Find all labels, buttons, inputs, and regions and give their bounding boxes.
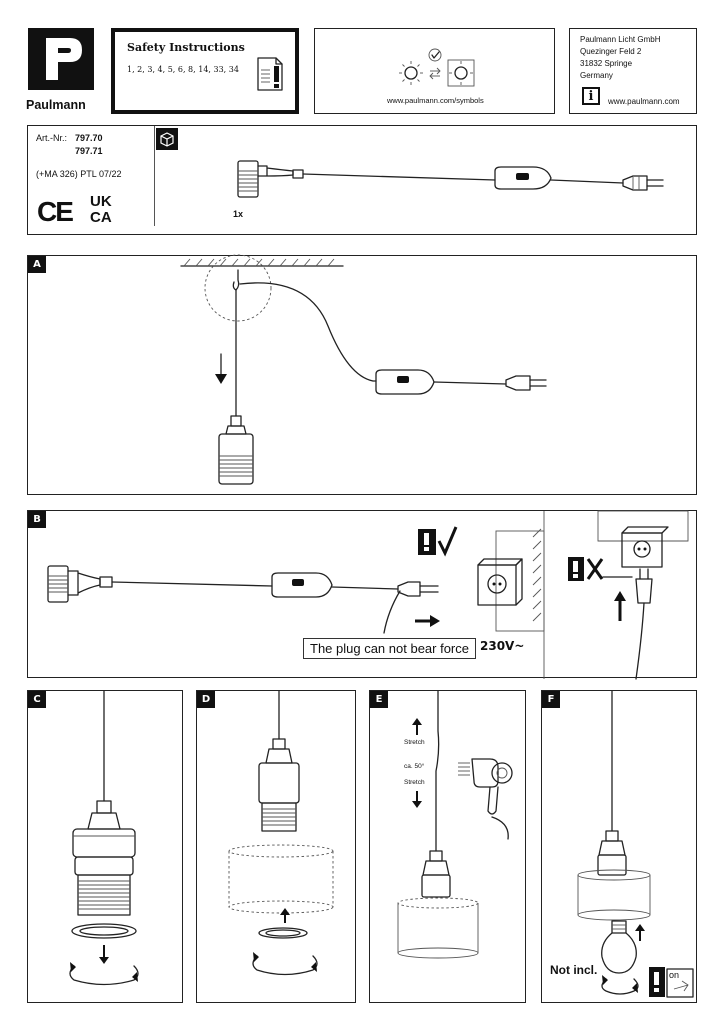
check-icon	[437, 526, 458, 557]
panel-e-letter: E	[370, 691, 388, 708]
company-box: Paulmann Licht GmbH Quezinger Feld 2 318…	[569, 28, 697, 114]
switch-on-label: on	[669, 970, 680, 980]
article-number-1: 797.70	[75, 133, 103, 143]
inline-switch	[271, 572, 333, 598]
box-icon	[156, 128, 178, 150]
panel-f-illustration	[577, 690, 694, 998]
panel-d: D	[196, 690, 356, 1003]
product-illustration	[237, 160, 664, 198]
panel-a-illustration	[180, 254, 547, 485]
inline-switch	[375, 369, 435, 395]
symbols-group	[399, 48, 475, 87]
safety-numbers: 1, 2, 3, 4, 5, 6, 8, 14, 33, 34	[127, 65, 239, 74]
panel-b-letter: B	[28, 511, 46, 528]
company-street: Quezinger Feld 2	[580, 47, 642, 56]
stretch-bottom-label: Stretch	[404, 779, 425, 786]
hanging-socket	[218, 415, 254, 485]
panel-d-letter: D	[197, 691, 215, 708]
stretch-top-label: Stretch	[404, 739, 425, 746]
light-bulb	[601, 920, 637, 974]
exclamation-icon	[649, 967, 665, 997]
paulmann-logo: P Paulmann	[26, 28, 98, 112]
panel-e: E Stretch ca. 50° Stretch	[369, 690, 526, 1003]
power-plug	[622, 175, 664, 191]
panel-b-illustration	[47, 510, 689, 680]
symbols-url[interactable]: www.paulmann.com/symbols	[387, 96, 484, 105]
article-number-2: 797.71	[75, 146, 103, 156]
plug-force-warning: The plug can not bear force	[303, 638, 476, 659]
company-city: 31832 Springe	[580, 59, 633, 68]
company-country: Germany	[580, 71, 613, 80]
inline-switch	[494, 166, 552, 190]
check-icon	[428, 48, 442, 62]
power-plug	[397, 581, 439, 597]
cross-icon	[586, 558, 604, 580]
safety-title: Safety Instructions	[127, 41, 245, 54]
wall-socket	[477, 528, 545, 632]
power-plug	[505, 375, 547, 391]
article-label: Art.-Nr.:	[36, 133, 67, 143]
company-name: Paulmann Licht GmbH	[580, 35, 661, 44]
exclamation-icon	[418, 529, 436, 555]
panel-f: F Not incl. on	[541, 690, 697, 1003]
swap-arrows-icon	[429, 67, 441, 80]
logo-p-shape	[46, 38, 82, 80]
brand-name: Paulmann	[26, 98, 86, 112]
exclamation-icon	[568, 557, 584, 581]
article-box: Art.-Nr.: 797.70 797.71 (+MA 326) PTL 07…	[27, 125, 697, 235]
sun-icon	[399, 61, 423, 85]
divider	[154, 126, 155, 226]
panel-c-letter: C	[28, 691, 46, 708]
panel-c-illustration	[69, 690, 139, 986]
wall-socket-with-plug	[597, 510, 689, 680]
panel-e-illustration	[397, 690, 513, 959]
panel-b: B	[27, 510, 697, 680]
panel-a-letter: A	[28, 256, 46, 273]
angle-label: ca. 50°	[404, 763, 425, 770]
panel-d-illustration	[228, 690, 334, 976]
company-url[interactable]: www.paulmann.com	[608, 97, 680, 106]
symbols-box: www.paulmann.com/symbols	[314, 28, 555, 114]
sun-icon	[447, 59, 475, 87]
lamp-socket	[47, 565, 113, 603]
quantity: 1x	[233, 209, 244, 219]
panel-c: C	[27, 690, 183, 1003]
article-code: (+MA 326) PTL 07/22	[36, 169, 122, 179]
not-included-label: Not incl.	[550, 963, 598, 977]
document-warning-icon	[257, 57, 283, 91]
panel-f-letter: F	[542, 691, 560, 708]
ukca-bottom: CA	[90, 209, 112, 226]
hair-dryer-icon	[458, 758, 513, 840]
panel-a: A	[27, 254, 697, 495]
safety-instructions-box: Safety Instructions 1, 2, 3, 4, 5, 6, 8,…	[111, 28, 299, 114]
ukca-top: UK	[90, 193, 112, 210]
ce-mark: CE	[37, 196, 74, 227]
lamp-socket	[237, 160, 304, 198]
info-icon: i	[582, 87, 600, 105]
voltage-label: 230V~	[480, 639, 525, 653]
